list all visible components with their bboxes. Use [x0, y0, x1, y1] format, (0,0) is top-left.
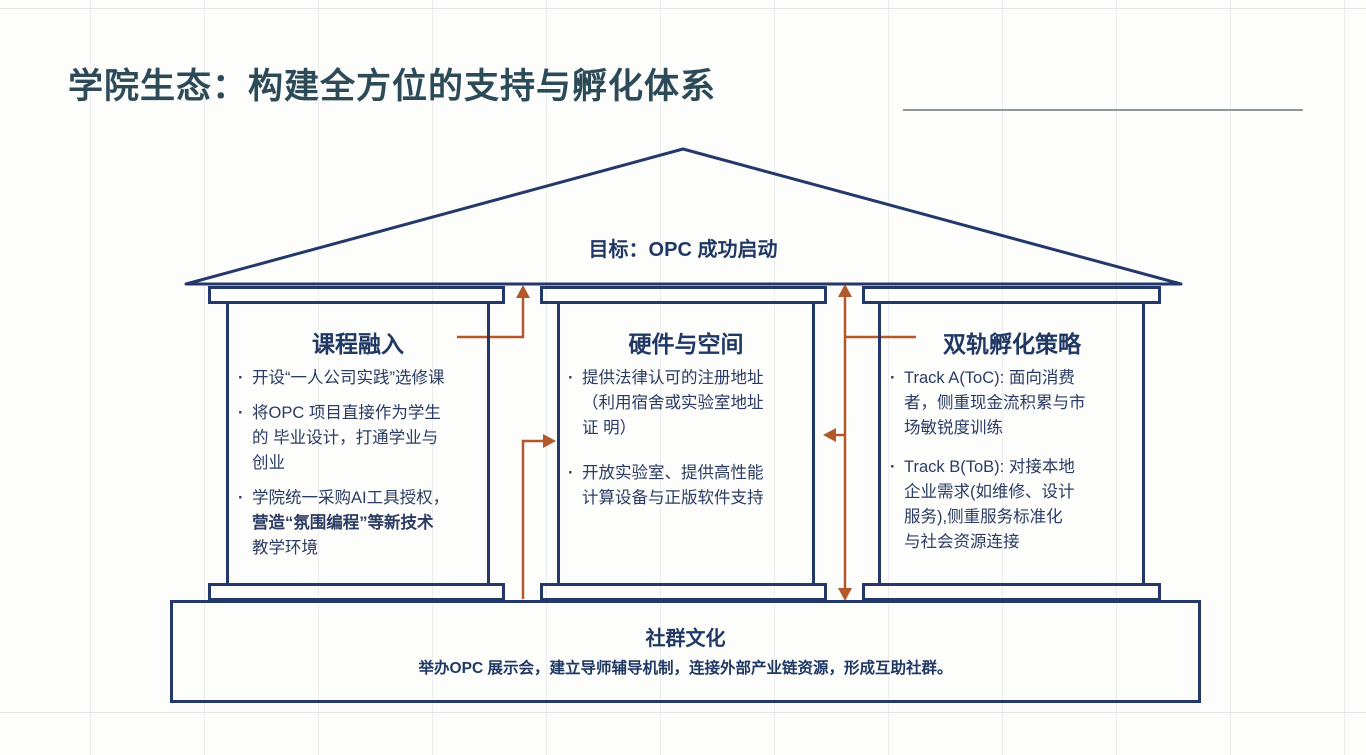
- bullet-item: · 开放实验室、提供高性能 计算设备与正版软件支持: [568, 461, 810, 511]
- bullet-item: · 学院统一采购AI工具授权， 营造“氛围编程”等新技术 教学环境: [238, 486, 490, 561]
- bullet-item: · 开设“一人公司实践”选修课: [238, 366, 490, 391]
- bullet-text: 学院统一采购AI工具授权， 营造“氛围编程”等新技术 教学环境: [252, 486, 449, 561]
- roof-shape: [184, 147, 1183, 286]
- pillar3-plinth: [862, 583, 1161, 601]
- bullet-text-bold: 营造“氛围编程”等新技术: [252, 514, 434, 532]
- pillar2-plinth: [540, 583, 827, 601]
- bullet-marker: ·: [238, 489, 244, 507]
- arrowhead-up-gap1: [516, 285, 530, 298]
- pillar2-header: 硬件与空间: [628, 331, 744, 357]
- base-block: [170, 600, 1201, 703]
- pillar3-header: 双轨孵化策略: [943, 331, 1081, 357]
- page-title: 学院生态：构建全方位的支持与孵化体系: [68, 67, 717, 106]
- bullet-marker: ·: [890, 369, 896, 387]
- bullet-marker: ·: [568, 369, 574, 387]
- bullet-text-normal: 学院统一采购AI工具授权，: [252, 489, 450, 507]
- bullet-item: · Track B(ToB): 对接本地 企业需求(如维修、设计 服务),侧重服…: [890, 455, 1138, 555]
- bullet-marker: ·: [238, 369, 244, 387]
- base-subtitle: 举办OPC 展示会，建立导师辅导机制，连接外部产业链资源，形成互助社群。: [418, 660, 953, 677]
- bullet-text: Track A(ToC): 面向消费 者，侧重现金流积累与市 场敏锐度训练: [904, 369, 1086, 437]
- pillar2-bullets: · 提供法律认可的注册地址 （利用宿舍或实验室地址 证 明） · 开放实验室、提…: [568, 366, 810, 521]
- title-underline: [903, 109, 1303, 111]
- roof-goal-label: 目标：OPC 成功启动: [588, 239, 778, 261]
- arrowhead-left-gap2: [823, 428, 836, 442]
- bullet-item: · 将OPC 项目直接作为学生 的 毕业设计，打通学业与 创业: [238, 401, 490, 476]
- pillar1-plinth: [208, 583, 505, 601]
- arrowhead-right-gap1: [543, 434, 556, 448]
- arrowhead-up-gap2: [838, 284, 852, 297]
- bullet-item: · Track A(ToC): 面向消费 者，侧重现金流积累与市 场敏锐度训练: [890, 366, 1138, 441]
- base-title: 社群文化: [645, 628, 726, 650]
- bullet-item: · 提供法律认可的注册地址 （利用宿舍或实验室地址 证 明）: [568, 366, 810, 441]
- arrow-base-to-pillar2: [521, 439, 544, 599]
- bullet-marker: ·: [238, 404, 244, 422]
- bullet-text: 将OPC 项目直接作为学生 的 毕业设计，打通学业与 创业: [252, 404, 441, 472]
- pillar1-bullets: · 开设“一人公司实践”选修课 · 将OPC 项目直接作为学生 的 毕业设计，打…: [238, 366, 490, 571]
- bullet-marker: ·: [568, 464, 574, 482]
- bullet-text: 提供法律认可的注册地址 （利用宿舍或实验室地址 证 明）: [582, 369, 764, 437]
- bullet-text: 开设“一人公司实践”选修课: [252, 369, 445, 387]
- pillar1-header: 课程融入: [312, 331, 404, 357]
- background-gridline-bottom: [0, 712, 1366, 713]
- bullet-text: Track B(ToB): 对接本地 企业需求(如维修、设计 服务),侧重服务标…: [904, 458, 1075, 551]
- bullet-marker: ·: [890, 458, 896, 476]
- bullet-text: 开放实验室、提供高性能 计算设备与正版软件支持: [582, 464, 764, 507]
- bullet-text-normal: 教学环境: [252, 539, 318, 557]
- background-gridline-top: [0, 8, 1366, 9]
- pillar3-bullets: · Track A(ToC): 面向消费 者，侧重现金流积累与市 场敏锐度训练 …: [890, 366, 1138, 565]
